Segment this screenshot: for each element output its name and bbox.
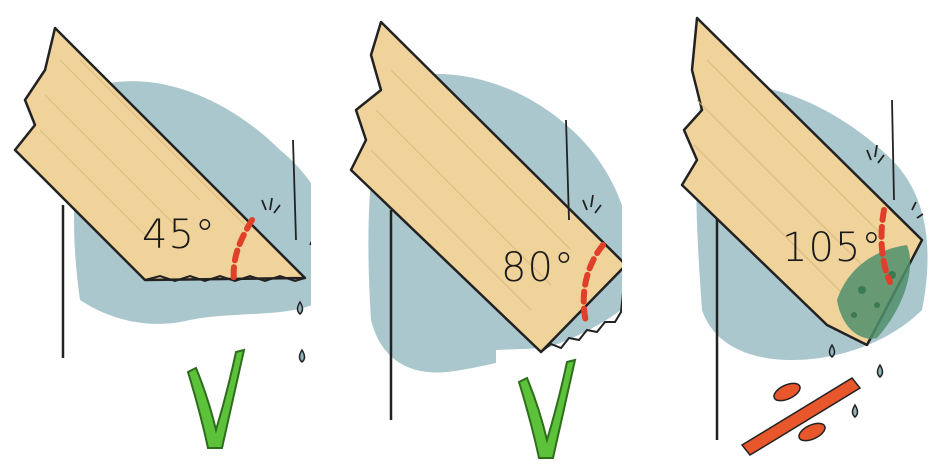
angle-marker bbox=[580, 242, 606, 325]
panel-105-degrees: 105° bbox=[622, 0, 933, 470]
wood-grain bbox=[370, 69, 572, 311]
water-splash bbox=[565, 119, 602, 221]
water-splash bbox=[261, 139, 311, 246]
wood-grain bbox=[693, 59, 883, 294]
wooden-board bbox=[349, 20, 622, 354]
water-drop bbox=[296, 300, 304, 315]
rot-spots bbox=[851, 271, 896, 318]
water-splash bbox=[866, 99, 924, 219]
wood-grain bbox=[39, 59, 251, 241]
water-drop bbox=[828, 343, 836, 358]
red-percent-icon bbox=[740, 377, 862, 456]
water-drop bbox=[851, 403, 859, 418]
water-drop bbox=[876, 363, 884, 378]
wooden-board bbox=[13, 26, 307, 282]
green-check-icon bbox=[186, 348, 246, 449]
paper-overlay bbox=[160, 319, 311, 470]
angle-label: 45° bbox=[142, 212, 216, 258]
angle-label: 105° bbox=[782, 225, 883, 271]
panel-80-degrees: 80° bbox=[311, 0, 622, 470]
angle-label: 80° bbox=[501, 245, 575, 291]
angle-marker bbox=[230, 217, 255, 283]
angle-marker bbox=[878, 207, 893, 285]
panel-45-illustration bbox=[13, 26, 311, 470]
serrated-cut bbox=[540, 293, 622, 353]
panel-105-illustration bbox=[680, 16, 928, 456]
panel-80-illustration bbox=[349, 20, 622, 470]
serrated-cut bbox=[144, 274, 306, 283]
green-check-icon bbox=[517, 358, 577, 459]
water-drop bbox=[298, 348, 306, 363]
panel-45-degrees: 45° bbox=[0, 0, 311, 470]
